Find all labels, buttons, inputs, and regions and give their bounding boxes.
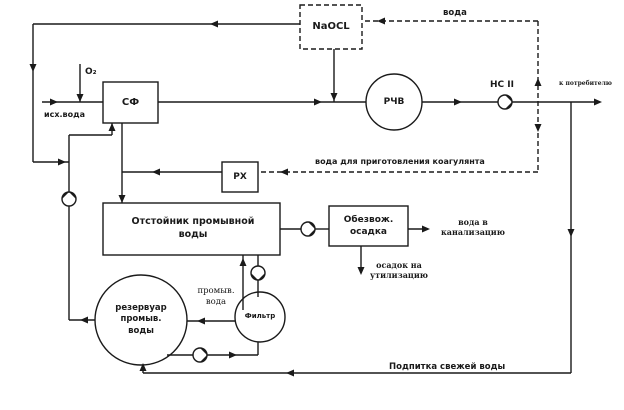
arrow-naocl-left xyxy=(210,20,218,28)
to-consumer-label: к потребителю xyxy=(559,80,612,87)
fresh-makeup-label: Подпитка свежей воды xyxy=(389,362,506,372)
arrow-fresh-up xyxy=(139,363,147,371)
coagulant-water-label: вода для приготовления коагулянта xyxy=(315,157,485,166)
reservoir-label: резервуар промыв. воды xyxy=(115,302,167,336)
arrow-washwater-up xyxy=(239,258,247,266)
arrow-fresh-water xyxy=(286,369,294,377)
arrow-sf-settler xyxy=(118,195,126,203)
arrow-filter-reservoir xyxy=(197,317,205,325)
dewater-box[interactable] xyxy=(328,205,409,247)
dewater-label: Обезвож. осадка xyxy=(343,214,394,237)
arrow-dashed-up xyxy=(534,78,542,86)
arrow-sewer xyxy=(422,225,430,233)
arrow-raw-water xyxy=(50,98,58,106)
pump-station-label: НС II xyxy=(490,80,514,90)
wash-water-label: промыв. вода xyxy=(197,286,235,307)
arrow-left-loop-right xyxy=(58,158,66,166)
arrow-rchv-pump xyxy=(454,98,462,106)
arrow-sludge xyxy=(357,267,365,275)
arrow-riser-sf xyxy=(108,123,116,131)
arrow-rx-left xyxy=(152,168,160,176)
rx-box[interactable] xyxy=(221,161,259,193)
sludge-disposal-label: осадок на утилизацию xyxy=(370,260,428,280)
water-to-sewer-label: вода в канализацию xyxy=(441,217,505,237)
arrow-naocl-down xyxy=(330,93,338,101)
arrow-main-1 xyxy=(314,98,322,106)
pump-settler-fill xyxy=(308,222,315,236)
o2-label: O₂ xyxy=(85,67,97,77)
arrow-dashed-rx xyxy=(280,168,288,176)
rx-label: РХ xyxy=(233,171,247,182)
pump-riser-fill xyxy=(62,192,76,199)
arrow-to-consumer xyxy=(594,98,602,106)
water-top-label: вода xyxy=(443,8,467,18)
arrow-dashed-down xyxy=(534,124,542,132)
rchv-label: РЧВ xyxy=(383,96,405,107)
pump-hs2-fill xyxy=(505,95,512,109)
filter-circle[interactable] xyxy=(234,291,286,343)
raw-water-label: исх.вода xyxy=(44,110,85,119)
settler-label: Отстойник промывной воды xyxy=(131,216,255,240)
pump-filter-top-fill xyxy=(251,273,265,280)
filter-label: Фильтр xyxy=(244,312,276,321)
sf-label: СФ xyxy=(121,96,140,108)
arrow-dashed-naocl xyxy=(377,17,385,25)
naocl-label: NaOCL xyxy=(312,21,350,33)
naocl-box[interactable] xyxy=(299,4,363,50)
arrow-reservoir-riser xyxy=(80,316,88,324)
arrow-o2 xyxy=(76,94,84,102)
arrow-left-loop xyxy=(29,64,37,72)
arrow-pump-filter xyxy=(229,351,237,359)
arrow-consumer-down xyxy=(567,229,575,237)
pump-reservoir-fill xyxy=(200,348,207,362)
